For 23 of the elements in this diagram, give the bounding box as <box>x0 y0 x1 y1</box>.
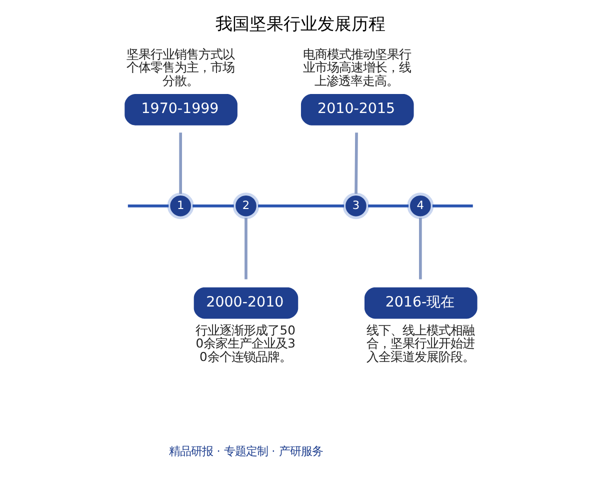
connector <box>192 204 234 208</box>
connector <box>354 132 358 194</box>
connector <box>418 218 422 280</box>
label: 精品研报 · 专题定制 · 产研服务 <box>168 444 322 458</box>
connector <box>127 204 168 208</box>
node-label: 线下、线上模式相融合，坚果行业开始进入全渠道发展阶段。 <box>366 323 474 364</box>
node-box: 2010-2015 <box>300 94 414 126</box>
node-label: 电商模式推动坚果行业市场高速增长，线上渗透率走高。 <box>302 47 410 88</box>
connector <box>178 132 182 194</box>
connector <box>432 204 472 208</box>
node-label: 坚果行业销售方式以个体零售为主，市场分散。 <box>126 47 234 88</box>
connector <box>244 218 247 280</box>
diagram-title: 我国坚果行业发展历程 <box>215 14 385 34</box>
node-box: 1970-1999 <box>124 94 237 126</box>
node-label: 行业逐渐形成了500余家生产企业及30余个连锁品牌。 <box>195 323 295 364</box>
node-circle: 4 <box>406 192 434 220</box>
connector <box>368 204 408 208</box>
node-circle: 3 <box>342 192 369 220</box>
connector <box>258 204 344 208</box>
node-circle: 2 <box>232 192 259 220</box>
node-box: 2000-2010 <box>193 287 298 319</box>
node-box: 2016-现在 <box>364 287 477 319</box>
node-circle: 1 <box>166 192 194 220</box>
